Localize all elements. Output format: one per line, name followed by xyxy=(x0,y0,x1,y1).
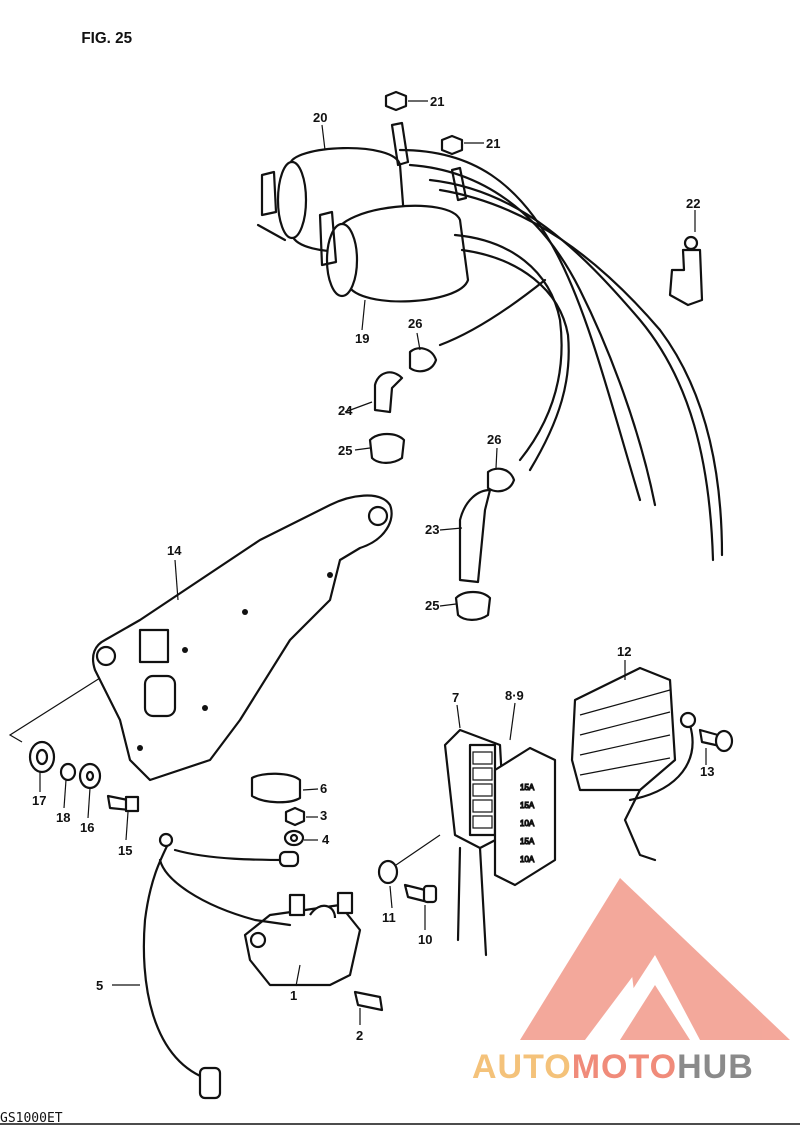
callout-25-upper: 25 xyxy=(338,443,352,458)
fuse-marking-1: 15A xyxy=(520,783,535,792)
battery-cable-5 xyxy=(142,832,300,1100)
callout-14: 14 xyxy=(167,543,182,558)
watermark-wordmark: AUTOMOTOHUB xyxy=(472,1048,754,1087)
watermark-part-auto: AUTO xyxy=(472,1048,572,1086)
leader-lines xyxy=(39,124,707,1025)
callout-3: 3 xyxy=(320,808,327,823)
fuse-marking-4: 15A xyxy=(520,837,535,846)
washer-17 xyxy=(28,740,56,774)
starter-relay-1 xyxy=(243,891,362,987)
callout-13: 13 xyxy=(700,764,714,779)
nut-3 xyxy=(284,806,306,827)
nut-21-upper xyxy=(384,90,428,112)
figure-title: FIG. 25 xyxy=(81,30,133,47)
callout-22: 22 xyxy=(686,196,700,211)
plug-cap-23 xyxy=(454,467,516,621)
callout-26-lower: 26 xyxy=(487,432,501,447)
bolt-2 xyxy=(353,990,384,1012)
ignition-coil-19 xyxy=(318,166,470,303)
fuse-cover-8-9: 15A 15A 10A 15A 10A xyxy=(493,746,557,887)
callout-12: 12 xyxy=(617,644,631,659)
screw-13 xyxy=(698,728,734,753)
callout-24: 24 xyxy=(338,403,353,418)
callout-7: 7 xyxy=(452,690,459,705)
fuse-marking-5: 10A xyxy=(520,855,535,864)
fuse-marking-3: 10A xyxy=(520,819,535,828)
spacer-18 xyxy=(59,762,77,782)
bolt-15 xyxy=(106,794,140,813)
regulator-12 xyxy=(570,666,697,862)
washer-11 xyxy=(377,834,441,885)
callout-numbers: 1 2 3 4 5 6 7 8·9 10 11 12 13 14 15 16 1… xyxy=(32,94,714,1043)
callout-23: 23 xyxy=(425,522,439,537)
plug-cap-24 xyxy=(368,347,438,464)
callout-18: 18 xyxy=(56,810,70,825)
callout-25-lower: 25 xyxy=(425,598,439,613)
callout-10: 10 xyxy=(418,932,432,947)
callout-26-upper: 26 xyxy=(408,316,422,331)
callout-11: 11 xyxy=(382,910,396,925)
callout-5: 5 xyxy=(96,978,103,993)
watermark-part-moto: MOTO xyxy=(571,1048,678,1086)
fuse-box-7 xyxy=(443,728,507,957)
callout-8-9: 8·9 xyxy=(505,688,524,703)
cap-6 xyxy=(250,772,302,804)
watermark-logo xyxy=(520,878,790,1040)
callout-19: 19 xyxy=(355,331,369,346)
washer-4 xyxy=(283,829,305,847)
callout-15: 15 xyxy=(118,843,132,858)
callout-6: 6 xyxy=(320,781,327,796)
callout-21-lower: 21 xyxy=(486,136,500,151)
callout-4: 4 xyxy=(322,832,330,847)
fuse-marking-2: 15A xyxy=(520,801,535,810)
screw-10 xyxy=(403,883,438,904)
callout-2: 2 xyxy=(356,1028,363,1043)
terminal-22 xyxy=(668,210,704,307)
callout-17: 17 xyxy=(32,793,46,808)
washer-16 xyxy=(78,762,102,790)
model-label: GS1000ET xyxy=(0,1111,63,1126)
nut-21-lower xyxy=(440,134,484,156)
callout-20: 20 xyxy=(313,110,327,125)
callout-21-upper: 21 xyxy=(430,94,444,109)
mounting-plate-14 xyxy=(8,494,393,782)
callout-16: 16 xyxy=(80,820,94,835)
callout-1: 1 xyxy=(290,988,297,1003)
watermark-part-hub: HUB xyxy=(677,1048,754,1086)
coil-lead-wires xyxy=(398,148,724,562)
